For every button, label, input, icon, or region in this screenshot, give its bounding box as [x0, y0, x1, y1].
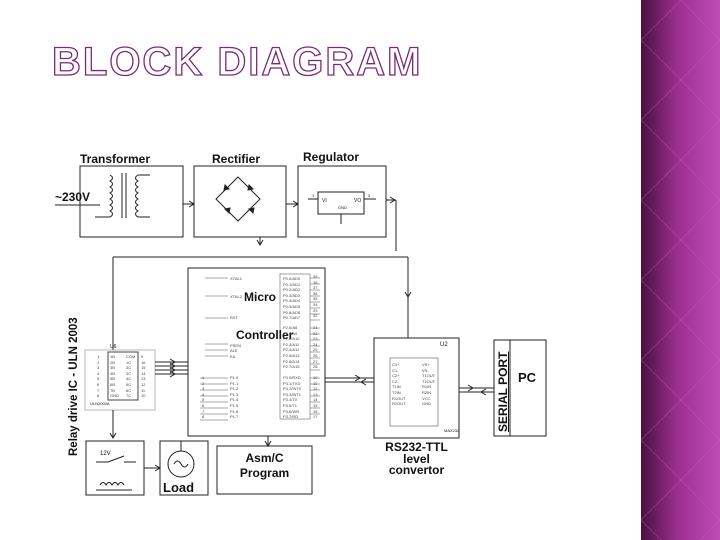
asm-program-block: [216, 445, 313, 495]
rs232-converter-block: [373, 337, 460, 439]
uln-ref: U6: [110, 344, 117, 350]
rectifier-block: [193, 165, 287, 238]
relay-block: [85, 440, 145, 496]
asm-program-label: Asm/C Program: [239, 451, 290, 480]
load-label: Load: [163, 480, 195, 495]
input-voltage-label: ~230V: [55, 190, 91, 204]
relay-voltage-label: 12V: [100, 451, 111, 457]
mcu-chip-body: [279, 273, 311, 420]
regulator-pin-3: 3: [368, 193, 371, 198]
transformer-label: Transformer: [80, 152, 151, 166]
diamond-pattern: [641, 0, 720, 540]
decorative-side-panel: [641, 0, 720, 540]
serial-port-block: [493, 339, 547, 437]
uln-frame: [84, 349, 156, 411]
uln2003-chip: [107, 351, 139, 401]
regulator-label: Regulator: [303, 150, 360, 164]
pc-label: PC: [518, 370, 537, 385]
transformer-block: [79, 165, 184, 238]
load-block: [159, 440, 209, 496]
max232-part: MAX232: [444, 428, 460, 433]
block-diagram: [55, 165, 547, 496]
max232-chip: [389, 357, 439, 427]
rs232-label: RS232-TTL level convertor: [385, 440, 448, 477]
transformer-symbol: [95, 173, 150, 218]
max232-ref: U2: [440, 342, 448, 348]
relay-driver-label: Relay drive IC - ULN 2003: [68, 317, 80, 456]
micro-label: Micro: [244, 290, 277, 304]
uln-part: ULN2003A: [90, 401, 110, 406]
bridge-rectifier-symbol: [215, 176, 261, 222]
regulator-gnd-pin: GND: [338, 205, 347, 210]
controller-label: Controller: [236, 328, 294, 342]
serial-port-label: SERIAL PORT: [496, 351, 510, 432]
regulator-vo-pin: VO: [354, 198, 362, 204]
slide-title: BLOCK DIAGRAM: [51, 39, 423, 84]
microcontroller-block: [187, 267, 326, 437]
mcu-top-labels: XTAL1 XTAL2 RST PSEN ALE EA: [230, 276, 242, 359]
rectifier-label: Rectifier: [212, 152, 261, 166]
regulator-vi-pin: VI: [322, 198, 327, 204]
regulator-block: [297, 165, 387, 238]
regulator-pin-1: 1: [312, 193, 315, 198]
